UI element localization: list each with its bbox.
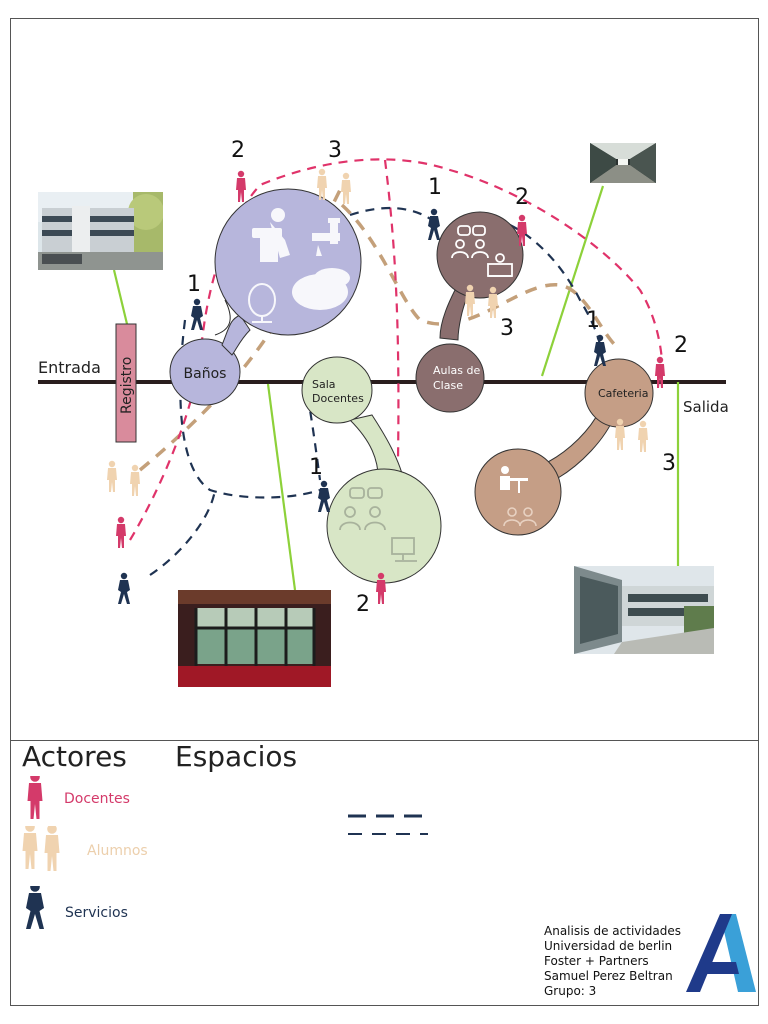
person-servicio-icon (118, 573, 130, 604)
space-label-banos: Baños (184, 366, 227, 382)
space-label-aulas-2: Clase (433, 379, 463, 392)
person-alumno-icon (20, 826, 68, 878)
photo-corridor (590, 143, 656, 183)
registro-box: Registro (116, 324, 136, 442)
space-label-aulas-1: Aulas de (433, 364, 481, 377)
count-label: 3 (500, 316, 514, 341)
count-label: 2 (515, 185, 529, 210)
legend-dashed-lines (346, 810, 430, 840)
person-servicio-icon (191, 299, 203, 330)
credits-line: Analisis de actividades (544, 924, 681, 939)
count-label: 1 (428, 175, 442, 200)
person-servicio-icon (594, 335, 606, 366)
count-label: 1 (586, 308, 600, 333)
count-label: 2 (231, 138, 245, 163)
person-docente-icon (236, 171, 246, 202)
legend-servicios: Servicios (65, 905, 128, 921)
legend-alumnos: Alumnos (87, 843, 148, 859)
legend-espacios-title: Espacios (175, 740, 297, 773)
salida-label: Salida (683, 398, 729, 416)
person-alumno-icon (638, 421, 648, 452)
space-label-sala-1: Sala (312, 378, 336, 391)
credits-line: Foster + Partners (544, 954, 681, 969)
person-servicio-icon (318, 481, 330, 512)
logo-icon (686, 914, 756, 992)
person-servicio-icon (428, 209, 440, 240)
photo-interior-glass (178, 590, 331, 687)
person-docente-icon (20, 776, 50, 824)
person-servicio-icon (20, 886, 50, 936)
credits-line: Samuel Perez Beltran (544, 969, 681, 984)
registro-label: Registro (119, 357, 135, 414)
person-alumno-icon (341, 173, 351, 204)
count-label: 2 (356, 592, 370, 617)
count-label: 3 (328, 138, 342, 163)
credits-block: Analisis de actividades Universidad de b… (544, 924, 681, 999)
space-label-cafeteria: Cafeteria (598, 387, 648, 400)
credits-line: Grupo: 3 (544, 984, 681, 999)
legend-docentes: Docentes (64, 791, 130, 807)
credits-line: Universidad de berlin (544, 939, 681, 954)
count-label: 1 (309, 455, 323, 480)
count-label: 2 (674, 333, 688, 358)
legend-actores-title: Actores (22, 740, 127, 773)
photo-exterior-courtyard (574, 566, 714, 654)
space-label-sala-2: Docentes (312, 392, 364, 405)
photo-entrada-building (38, 192, 163, 270)
space-cafeteria[interactable]: Cafeteria (475, 359, 653, 535)
count-label: 1 (187, 272, 201, 297)
person-docente-icon (116, 517, 126, 548)
count-label: 3 (662, 451, 676, 476)
person-alumno-icon (130, 465, 140, 496)
person-alumno-icon (107, 461, 117, 492)
entrada-label: Entrada (38, 358, 101, 377)
